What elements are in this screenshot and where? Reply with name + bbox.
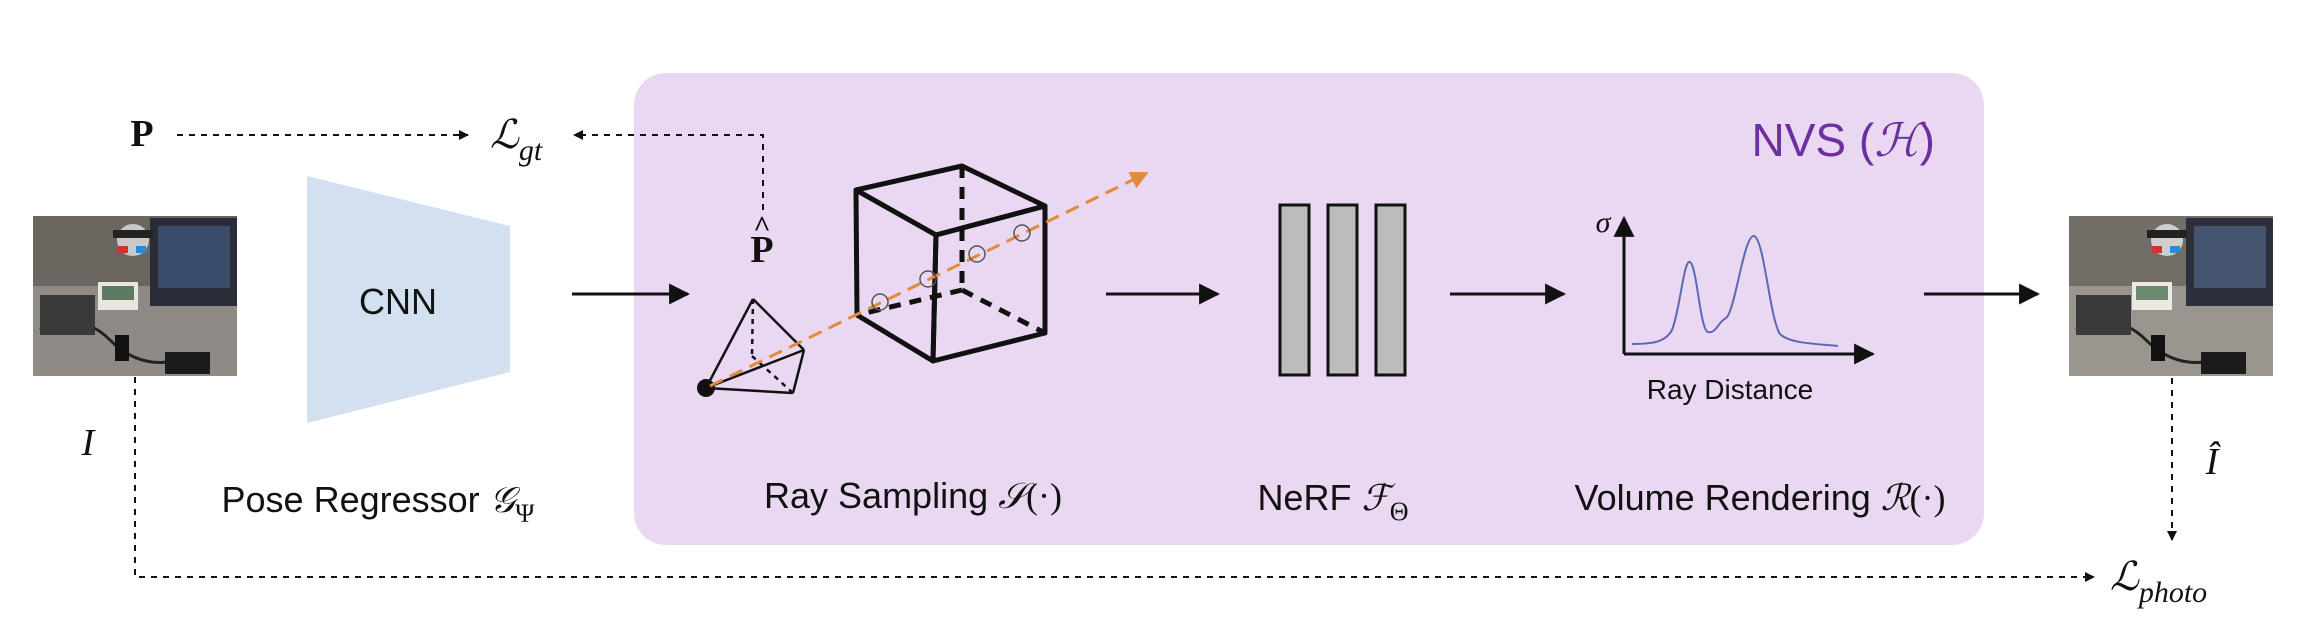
sample-point <box>968 245 986 263</box>
camera-ray <box>709 171 1149 388</box>
nvs-title: NVS (ℋ) <box>1752 114 1935 166</box>
density-curve <box>1631 234 1839 347</box>
pred-pose-label: P <box>750 229 773 271</box>
cnn-block <box>307 176 510 423</box>
nerf-layer <box>1278 203 1311 377</box>
sample-point <box>919 270 937 288</box>
density-plot: σ Ray Distance <box>1596 206 1876 405</box>
ray-sampling-label: Ray Sampling 𝒮(·) <box>764 475 1062 516</box>
nerf-network <box>1278 203 1407 377</box>
pred-pose-to-loss-arrow <box>573 130 764 210</box>
nerf-layer <box>1374 203 1407 377</box>
output-image <box>2069 216 2273 376</box>
nerf-label: NeRF ℱΘ <box>1257 477 1408 526</box>
cnn-label: CNN <box>359 281 437 322</box>
input-image <box>33 216 237 376</box>
output-image-label: Î <box>2205 441 2222 483</box>
input-to-photo-loss-arrow <box>134 377 2095 582</box>
camera-frustum <box>704 298 806 395</box>
nerf-layer <box>1326 203 1359 377</box>
plot-x-label: Ray Distance <box>1647 374 1814 405</box>
gt-pose-label: P <box>130 113 153 155</box>
loss-gt: ℒgt <box>490 112 543 167</box>
ray-sample-points <box>871 224 1031 311</box>
sampling-cube <box>853 163 1048 364</box>
pose-regressor-label: Pose Regressor 𝒢Ψ <box>222 479 536 528</box>
pred-pose-hat: ^ <box>753 210 770 243</box>
sample-point <box>1013 224 1031 242</box>
loss-photo: ℒphoto <box>2110 554 2207 609</box>
camera-center <box>697 379 715 397</box>
input-image-label: I <box>81 422 97 464</box>
plot-y-label: σ <box>1596 206 1612 239</box>
volume-rendering-label: Volume Rendering ℛ(·) <box>1575 477 1946 518</box>
sample-point <box>871 293 889 311</box>
